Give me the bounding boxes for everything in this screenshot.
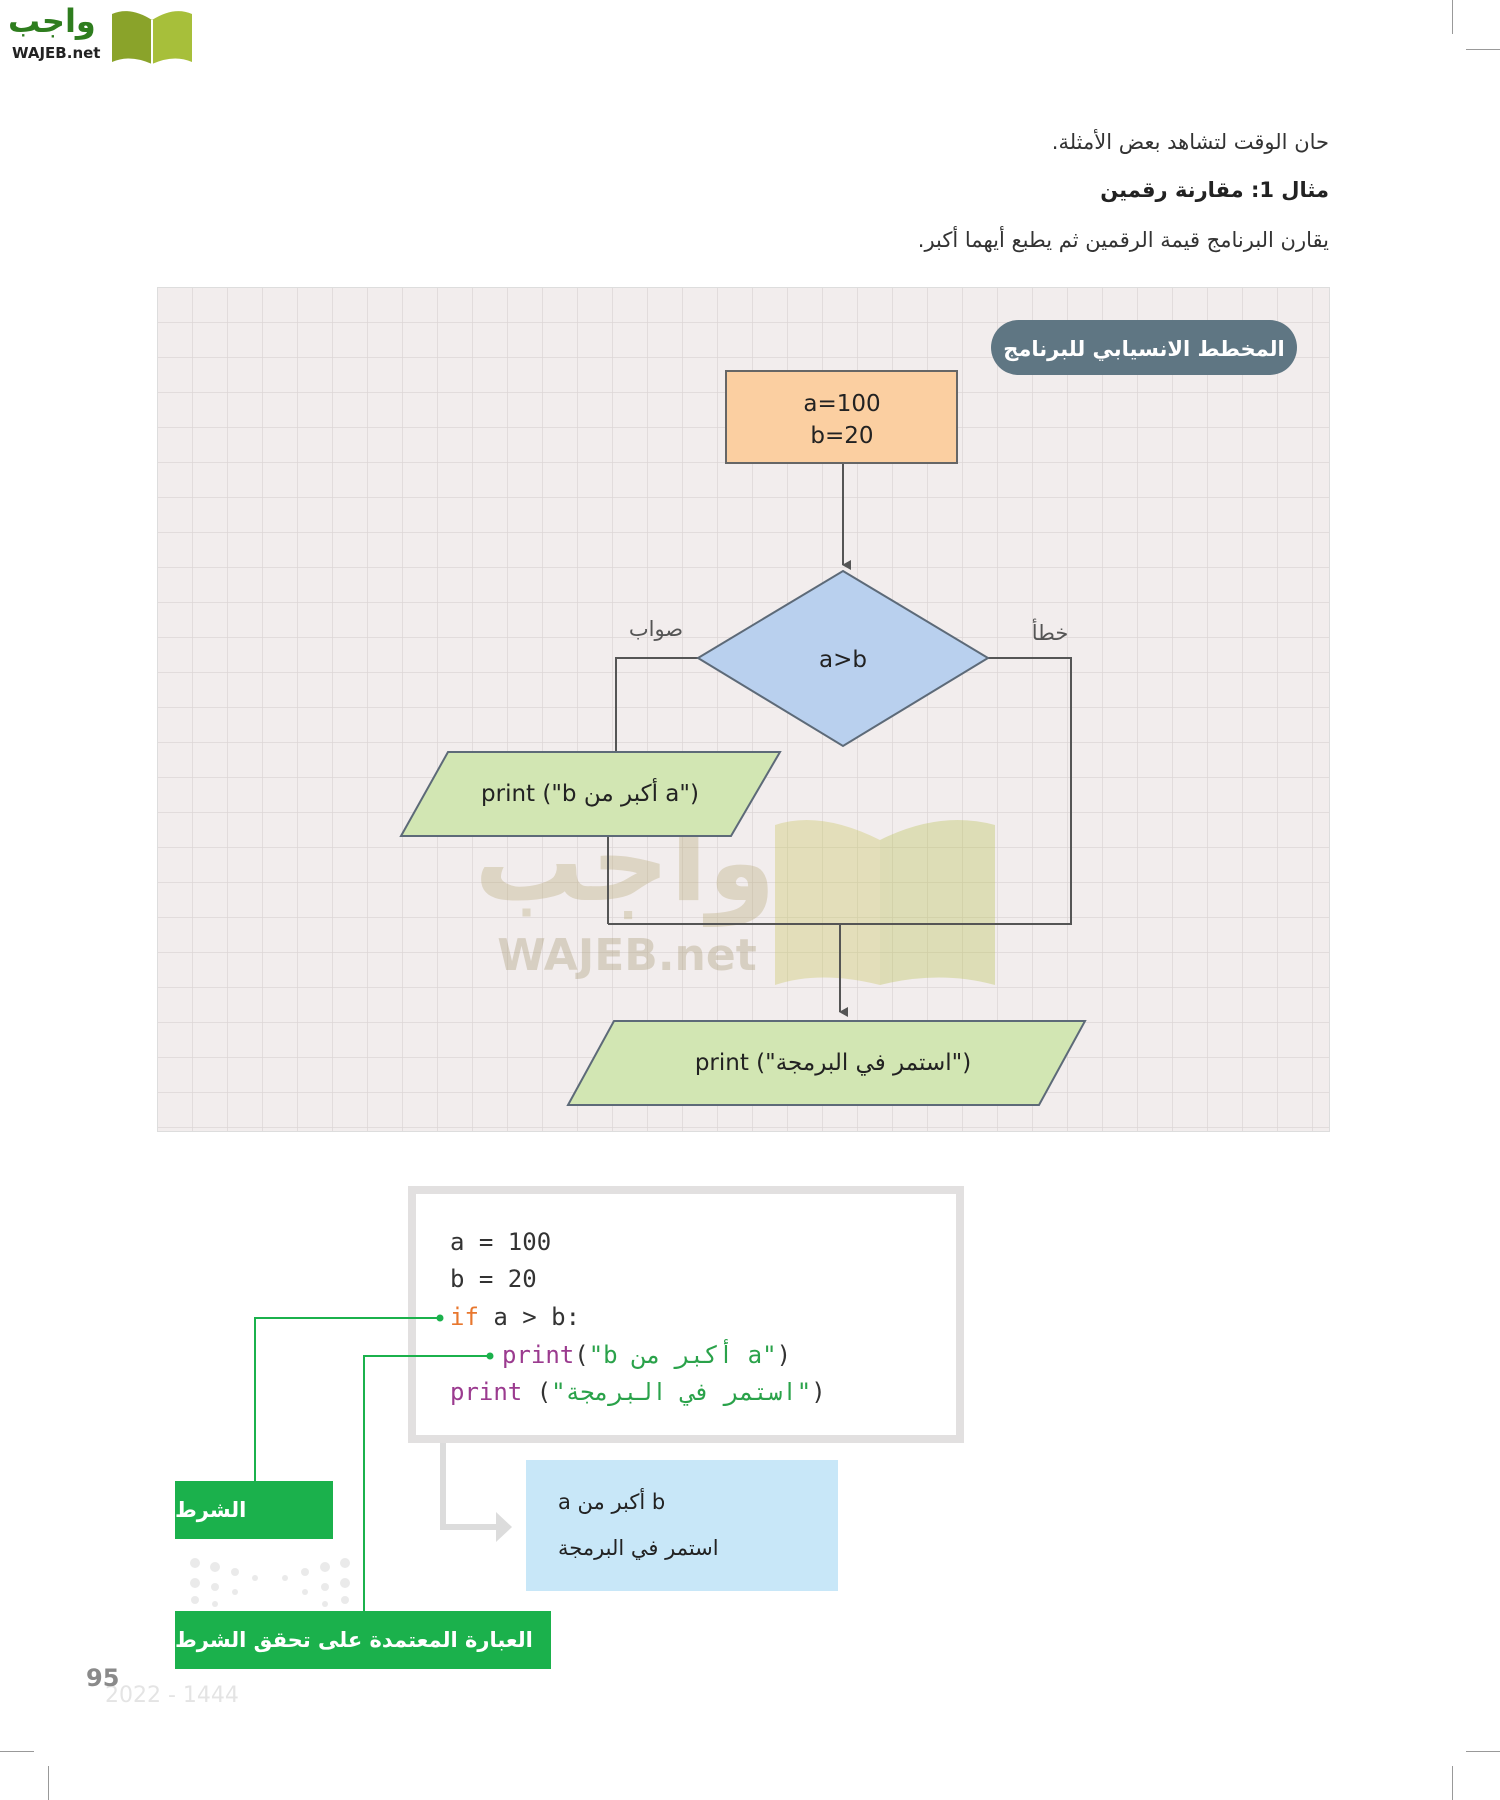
- code-text: (: [574, 1341, 589, 1369]
- keyword-if: if: [450, 1303, 479, 1331]
- code-line: print("b أكبر من a"): [502, 1341, 791, 1369]
- code-line: b = 20: [450, 1265, 537, 1293]
- crop-mark: [1466, 1751, 1500, 1752]
- code-line: a = 100: [450, 1228, 551, 1256]
- output-arrow: [440, 1443, 498, 1530]
- crop-mark: [48, 1766, 49, 1800]
- crop-mark: [1452, 1766, 1453, 1800]
- init-line: a=100: [803, 391, 880, 417]
- code-text: ): [811, 1378, 826, 1406]
- true-label: صواب: [629, 617, 683, 641]
- code-text: ): [776, 1341, 792, 1369]
- book-icon: [112, 11, 192, 65]
- crop-mark: [0, 1751, 34, 1752]
- logo-arabic: واجب: [8, 2, 96, 40]
- connector-true: [615, 657, 698, 752]
- flowchart-title: المخطط الانسيابي للبرنامج: [1003, 337, 1285, 361]
- code-text: a > b:: [478, 1303, 581, 1331]
- dependent-statement-label: العبارة المعتمدة على تحقق الشرط: [175, 1611, 551, 1669]
- condition-label: الشرط: [175, 1481, 333, 1539]
- final-output-parallelogram: [566, 1020, 1087, 1106]
- flowchart: واجب WAJEB.net المخطط الانسيابي للبرنامج…: [157, 287, 1330, 1132]
- init-process-box: [725, 370, 958, 464]
- code-text: b = 20: [450, 1265, 537, 1293]
- logo-latin: WAJEB.net: [12, 44, 101, 62]
- string-literal: "استمر في البرمجة": [551, 1378, 812, 1406]
- code-line: print ("استمر في البرمجة"): [450, 1378, 826, 1406]
- keyword-print: print: [450, 1378, 523, 1406]
- decorative-dots: [190, 1558, 350, 1607]
- decision-condition: a>b: [819, 647, 867, 673]
- svg-text:WAJEB.net: WAJEB.net: [497, 930, 757, 981]
- example-description: يقارن البرنامج قيمة الرقمين ثم يطبع أيهم…: [917, 228, 1329, 252]
- decision-diamond: [696, 569, 990, 748]
- init-line: b=20: [810, 423, 873, 449]
- code-text: a = 100: [450, 1228, 552, 1256]
- program-output-box: a أكبر من b استمر في البرمجة: [526, 1460, 838, 1591]
- intro-text: حان الوقت لتشاهد بعض الأمثلة.: [1051, 130, 1329, 154]
- page-number: 95: [86, 1664, 120, 1692]
- wajeb-logo[interactable]: واجب WAJEB.net: [8, 2, 198, 68]
- example-title: مثال 1: مقارنة رقمين: [1100, 178, 1329, 202]
- code-box: [408, 1186, 964, 1443]
- true-output-parallelogram: [399, 751, 782, 837]
- output-line: a أكبر من b: [558, 1490, 666, 1514]
- crop-mark: [1466, 49, 1500, 50]
- string-literal: "b أكبر من a": [588, 1341, 777, 1369]
- code-text: (: [522, 1378, 552, 1406]
- code-line: if a > b:: [450, 1303, 580, 1331]
- true-output-text: print ("b أكبر من a"): [481, 778, 699, 807]
- keyword-print: print: [502, 1341, 575, 1369]
- crop-mark: [1452, 0, 1453, 34]
- flowchart-title-pill: [991, 320, 1297, 375]
- final-output-text: print ("استمر في البرمجة"): [695, 1050, 971, 1076]
- false-label: خطأ: [1032, 618, 1069, 645]
- watermark-year: 2022 - 1444: [105, 1683, 239, 1708]
- output-line: استمر في البرمجة: [558, 1536, 719, 1560]
